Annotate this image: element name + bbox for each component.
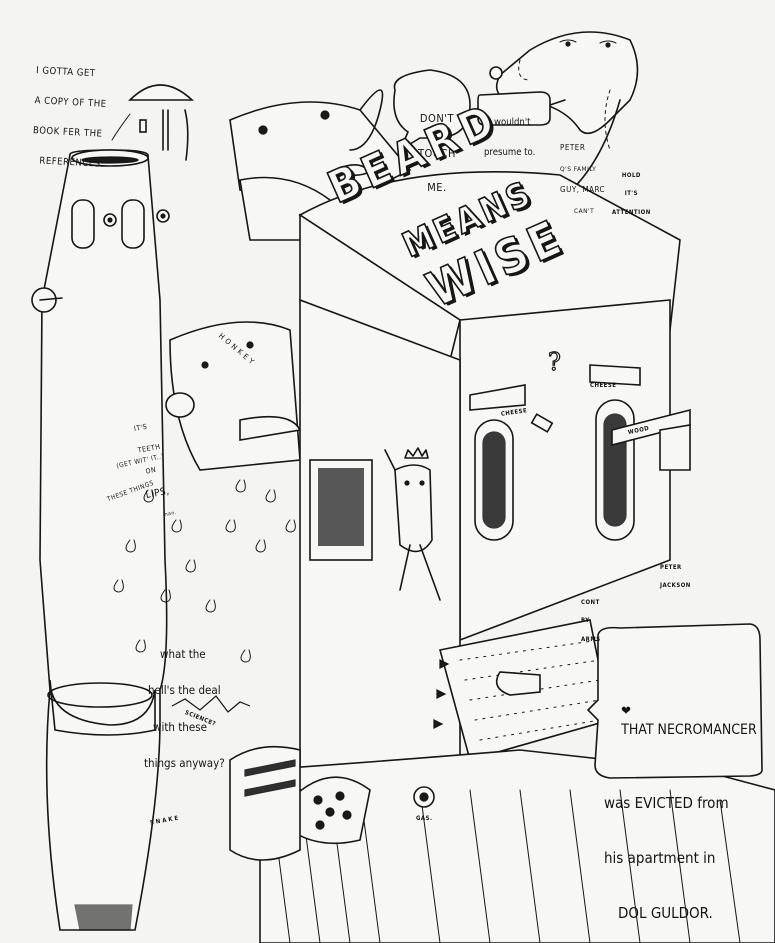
bubble-line: DON'T	[419, 112, 454, 126]
note-line: PETER	[660, 563, 682, 571]
noses-field	[113, 479, 296, 663]
note-line: BOOK FER THE	[32, 124, 103, 140]
note-line: I GOTTA GET	[35, 65, 96, 80]
note-line: ATTENTION	[612, 209, 651, 217]
note-line: ON	[144, 465, 157, 476]
note-line: BY	[581, 617, 590, 625]
bubble-line: presume to.	[484, 146, 536, 158]
beard-block: ?	[298, 171, 691, 801]
peter-note: PETER Q'S FAMILY GUY, MARC CAN'T	[560, 130, 605, 222]
noses-question: what the hell's the deal with these thin…	[144, 624, 225, 781]
bubble-line: his apartment in	[604, 848, 716, 867]
dog-bubble-text: I wouldn't presume to.	[484, 98, 535, 168]
note-line: ARMS	[581, 636, 601, 644]
note-line: CAN'T	[574, 207, 595, 216]
gas-label: GAS.	[416, 815, 433, 822]
note-line: A COPY OF THE	[34, 94, 107, 110]
cont-label: CONT BY ARMS	[581, 587, 601, 650]
note-line: with these	[153, 719, 207, 734]
necromancer-bubble-text: ❤ THAT NECROMANCER was EVICTED from his …	[604, 646, 757, 940]
jellyfish-drawing	[111, 84, 195, 161]
note-line: IT'S	[624, 190, 638, 198]
bubble-line: was EVICTED from	[604, 793, 729, 812]
note-line: what the	[160, 647, 206, 662]
honkey-head	[165, 321, 302, 471]
peter-jackson-label: PETER JACKSON	[660, 552, 691, 596]
bubble-line-text: THAT NECROMANCER	[621, 721, 757, 738]
note-line: IT'S	[133, 422, 148, 433]
bubble-line: ❤ THAT NECROMANCER	[604, 683, 757, 758]
dashed-patch	[433, 619, 611, 761]
heart-icon: ❤	[621, 703, 631, 719]
note-line: CONT	[581, 598, 600, 606]
bottom-cloth	[229, 745, 775, 943]
note-line: Q'S FAMILY	[560, 164, 597, 173]
note-line: man.	[162, 509, 178, 519]
bubble-line: TOUCH	[418, 146, 456, 160]
king-figure	[309, 447, 441, 601]
bubble-line: DOL GULDOR.	[618, 903, 713, 922]
note-line: REFERENCES.	[39, 155, 105, 170]
note-line: hell's the deal	[148, 683, 221, 698]
science-zigzag-graph	[171, 695, 251, 713]
note-line: PETER	[560, 142, 586, 152]
note-line: things anyway?	[144, 755, 225, 770]
svg-text:?: ?	[548, 348, 561, 376]
note-line: JACKSON	[660, 582, 691, 590]
bubble-line: ME.	[427, 181, 447, 195]
top-left-note: I GOTTA GET A COPY OF THE BOOK FER THE R…	[31, 46, 110, 179]
bubble-line: I wouldn't	[488, 116, 531, 128]
cheese-label-right: CHEESE	[590, 382, 617, 389]
note-line: HOLD	[621, 171, 641, 179]
pillar-creature	[31, 149, 170, 931]
note-line: GUY, MARC	[560, 185, 606, 195]
speech-bubbles	[393, 69, 763, 779]
dont-touch-bubble-text: DON'T TOUCH ME.	[418, 90, 456, 205]
hold-note: HOLD IT'S ATTENTION	[612, 160, 651, 223]
